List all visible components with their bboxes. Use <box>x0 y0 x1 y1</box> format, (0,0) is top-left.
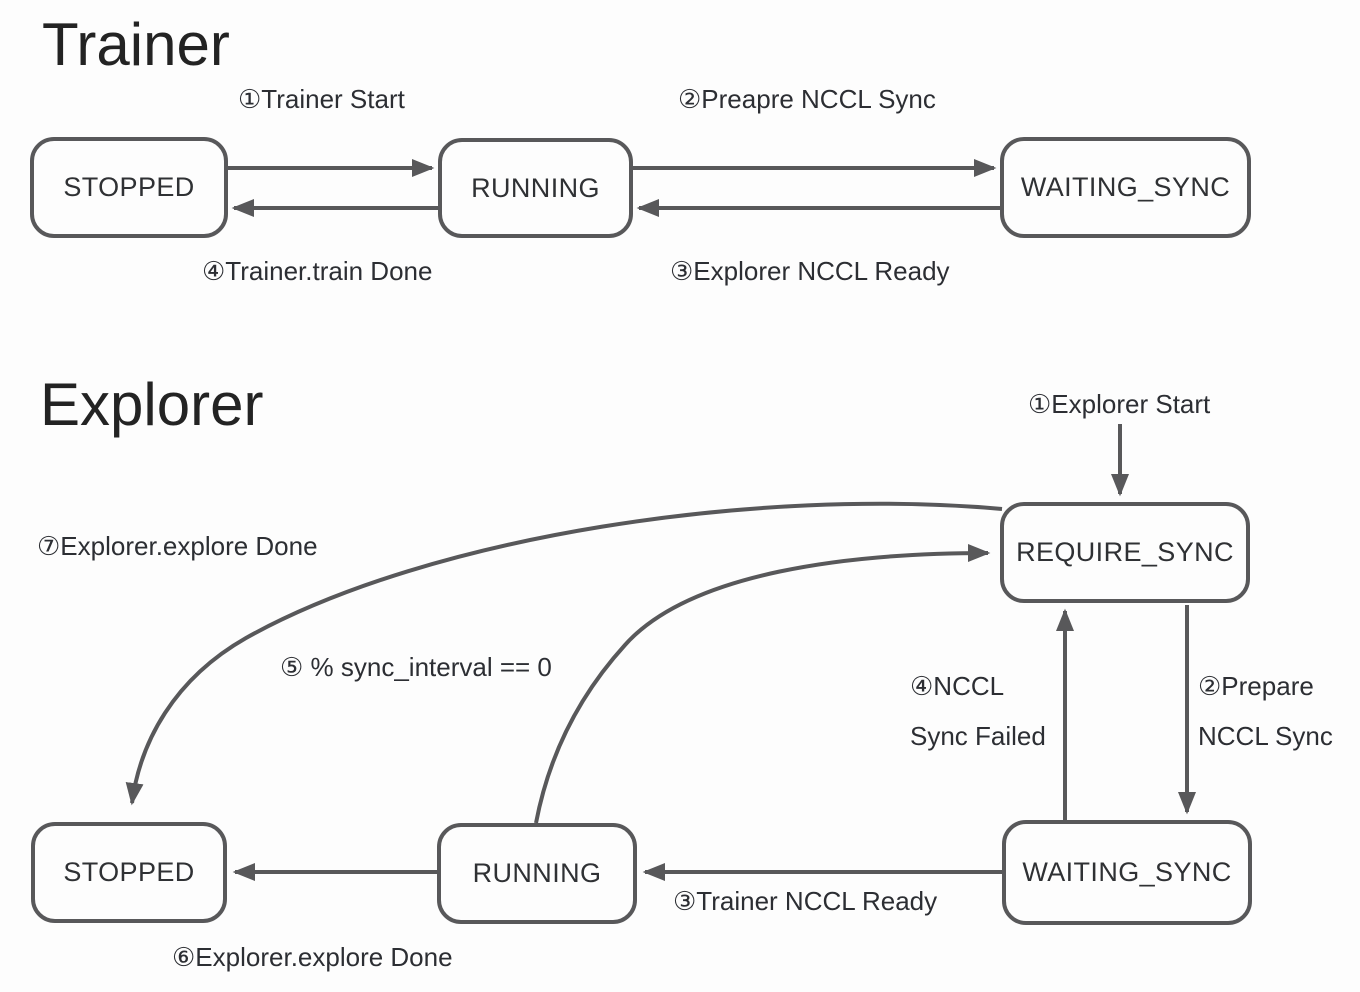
trainer-label-explorer-nccl-ready: ③Explorer NCCL Ready <box>670 256 950 286</box>
explorer-state-require-sync-label: REQUIRE_SYNC <box>1016 537 1234 567</box>
explorer-title: Explorer <box>40 371 264 438</box>
trainer-title: Trainer <box>42 11 230 78</box>
explorer-state-stopped-label: STOPPED <box>63 857 195 887</box>
trainer-state-stopped-label: STOPPED <box>63 172 195 202</box>
trainer-state-running: RUNNING <box>438 138 633 238</box>
trainer-label-start: ①Trainer Start <box>238 84 405 114</box>
explorer-label-nccl-sync-failed-line1: ④NCCL <box>910 671 1005 701</box>
edge-explorer-running-to-requiresync-interval-curve <box>534 544 991 824</box>
explorer-state-waiting-sync-label: WAITING_SYNC <box>1022 857 1232 887</box>
trainer-label-train-done: ④Trainer.train Done <box>202 256 433 286</box>
trainer-label-prepare-nccl-sync: ②Preapre NCCL Sync <box>678 84 936 114</box>
explorer-label-explore-done-to-stopped: ⑦Explorer.explore Done <box>37 531 318 561</box>
explorer-state-running-label: RUNNING <box>472 858 602 888</box>
trainer-state-running-label: RUNNING <box>471 172 600 203</box>
explorer-label-prepare-nccl-sync: ②Prepare NCCL Sync <box>1198 671 1333 752</box>
explorer-state-require-sync: REQUIRE_SYNC <box>1000 502 1250 603</box>
explorer-label-prepare-nccl-sync-line2: NCCL Sync <box>1198 720 1333 751</box>
explorer-state-waiting-sync: WAITING_SYNC <box>1002 820 1252 925</box>
explorer-label-nccl-sync-failed: ④NCCL Sync Failed <box>910 671 1046 752</box>
explorer-state-stopped: STOPPED <box>31 822 227 923</box>
edge-explorer-requiresync-to-stopped-done-curve <box>125 501 1003 806</box>
trainer-state-stopped: STOPPED <box>30 137 228 238</box>
explorer-state-running: RUNNING <box>437 823 637 924</box>
trainer-state-waiting-sync-label: WAITING_SYNC <box>1020 172 1231 202</box>
explorer-label-sync-interval: ⑤ % sync_interval == 0 <box>280 652 552 682</box>
explorer-label-explore-done: ⑥Explorer.explore Done <box>172 942 453 972</box>
explorer-label-trainer-nccl-ready: ③Trainer NCCL Ready <box>673 886 938 916</box>
explorer-label-start: ①Explorer Start <box>1028 389 1211 419</box>
explorer-label-nccl-sync-failed-line2: Sync Failed <box>910 720 1046 751</box>
trainer-state-waiting-sync: WAITING_SYNC <box>1000 137 1251 238</box>
explorer-label-prepare-nccl-sync-line1: ②Prepare <box>1198 671 1314 701</box>
